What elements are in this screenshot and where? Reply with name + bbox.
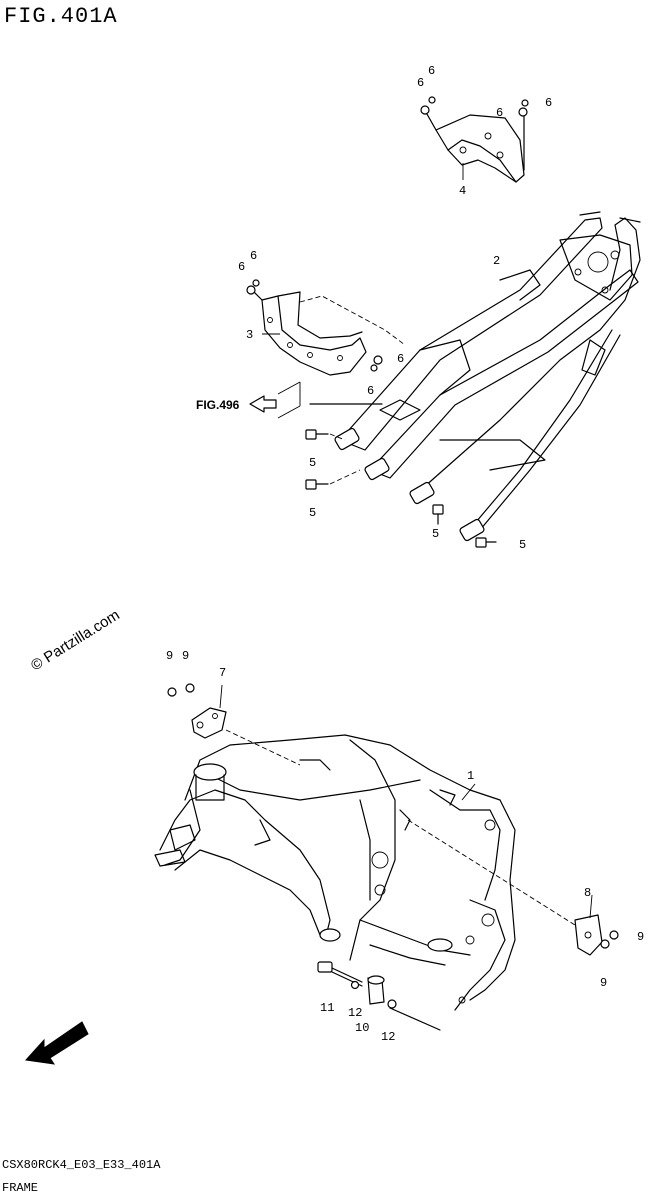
callout-2: 2	[493, 254, 500, 268]
part-1-main-frame	[154, 734, 516, 1011]
part-3-bracket	[246, 279, 406, 376]
callout-9: 9	[182, 649, 189, 663]
callout-6: 6	[238, 260, 245, 274]
callout-9: 9	[166, 649, 173, 663]
fig-496-reference: FIG.496	[196, 381, 383, 419]
diagram-code: CSX80RCK4_E03_E33_401A	[2, 1158, 161, 1172]
callout-5: 5	[432, 527, 439, 541]
callout-5: 5	[519, 538, 526, 552]
callout-6: 6	[417, 76, 424, 90]
callout-5: 5	[309, 506, 316, 520]
callout-6: 6	[496, 106, 503, 120]
fig-reference-label: FIG.496	[196, 398, 240, 412]
callout-6: 6	[397, 352, 404, 366]
callout-6: 6	[428, 64, 435, 78]
part-4-bracket	[420, 96, 529, 183]
callout-7: 7	[219, 666, 226, 680]
callout-6: 6	[367, 384, 374, 398]
parts-10-11-12-mount	[317, 961, 441, 1031]
callout-9: 9	[600, 976, 607, 990]
part-5-bolts	[305, 429, 497, 548]
part-8-bracket	[407, 819, 619, 956]
callout-9: 9	[637, 930, 644, 944]
callout-12: 12	[348, 1006, 362, 1020]
callout-5: 5	[309, 456, 316, 470]
callout-11: 11	[320, 1001, 334, 1015]
callout-6: 6	[250, 249, 257, 263]
figure-title: FIG.401A	[4, 4, 118, 29]
callout-4: 4	[459, 184, 466, 198]
callout-1: 1	[467, 769, 474, 783]
part-2-rear-subframe	[334, 211, 641, 542]
callout-6: 6	[545, 96, 552, 110]
callout-12: 12	[381, 1030, 395, 1044]
callout-10: 10	[355, 1021, 369, 1035]
callout-labels: 6 6 6 6 4 2 6 6 3 6 6 5 5 5 5 9 9 7 1 8 …	[166, 64, 644, 1044]
callout-3: 3	[246, 328, 253, 342]
callout-8: 8	[584, 886, 591, 900]
diagram-name: FRAME	[2, 1181, 39, 1195]
part-7-bracket	[167, 683, 301, 766]
fwd-arrow-icon: FWD	[25, 1021, 89, 1065]
